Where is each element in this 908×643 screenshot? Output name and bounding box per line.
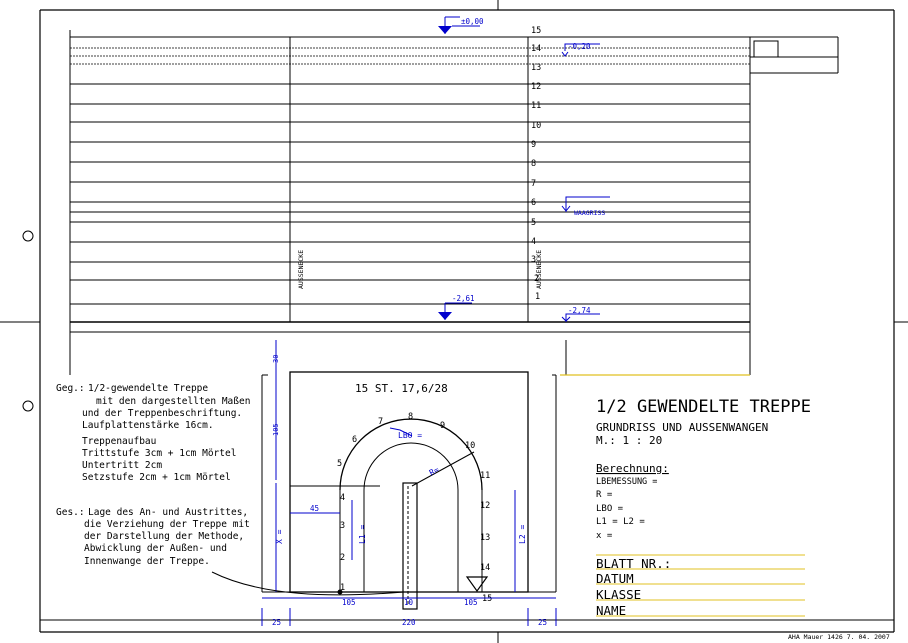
calc-line: L1 = L2 = <box>596 517 645 527</box>
title-block: 1/2 GEWENDELTE TREPPE GRUNDRISS UND AUSS… <box>596 397 811 618</box>
drawing-subtitle: GRUNDRISS UND AUSSENWANGEN <box>596 421 768 434</box>
radius-label: R= <box>428 465 441 478</box>
field-name: NAME <box>596 603 626 618</box>
given-line: mit den dargestellten Maßen <box>96 396 250 407</box>
sought-line: die Verziehung der Treppe mit <box>84 519 250 530</box>
drawing-title: 1/2 GEWENDELTE TREPPE <box>596 397 811 417</box>
given-line: und der Treppenbeschriftung. <box>82 408 242 419</box>
footer-stamp: AHA Mauer 1426 7. 04. 2007 <box>788 633 890 641</box>
plan-step-number: 1 <box>340 583 345 593</box>
sought-block: Ges.: Lage des An- und Austrittes, die V… <box>56 507 250 567</box>
drawing-scale: M.: 1 : 20 <box>596 434 662 447</box>
plan-step-number: 7 <box>378 417 383 427</box>
build-line: Trittstufe 3cm + 1cm Mörtel <box>82 448 236 459</box>
dim-10: 10 <box>404 598 414 607</box>
riser-lines <box>70 47 750 305</box>
elevation-view: AUSSENECKE AUSSENECKE 151413121110987654… <box>69 26 839 375</box>
elevation-step-number: 15 <box>531 26 541 36</box>
plan-step-number: 10 <box>465 441 475 451</box>
l1-label: L1 = <box>358 525 367 544</box>
elevation-step-number: 4 <box>531 237 536 247</box>
calc-line: x = <box>596 531 613 541</box>
elevation-step-number: 5 <box>531 218 536 228</box>
dim-25-right: 25 <box>538 618 547 627</box>
given-line: 1/2-gewendelte Treppe <box>88 383 208 394</box>
plan-title: 15 ST. 17,6/28 <box>355 382 448 395</box>
elevation-step-number: 8 <box>531 159 536 169</box>
build-line: Setzstufe 2cm + 1cm Mörtel <box>82 472 231 483</box>
level-bottom: -2,74 <box>568 306 591 315</box>
dim-105-vertical: 105 <box>272 423 280 436</box>
center-wall <box>402 482 418 610</box>
leader-line <box>211 571 405 596</box>
elevation-step-number: 13 <box>531 63 541 73</box>
level-sub: -0,20 <box>568 42 591 51</box>
plan-step-number: 3 <box>340 521 345 531</box>
given-line: Laufplattenstärke 16cm. <box>82 420 214 431</box>
sought-line: Lage des An- und Austrittes, <box>88 507 248 518</box>
plan-step-number: 11 <box>480 471 490 481</box>
dim-220: 220 <box>402 618 416 627</box>
exit-arrow-icon <box>465 576 489 593</box>
level-top: ±0,00 <box>461 17 484 26</box>
elevation-step-number: 3 <box>531 255 536 265</box>
x-label: X = <box>275 529 284 544</box>
plan-step-number: 8 <box>408 412 413 422</box>
sought-prefix: Ges.: <box>56 507 85 518</box>
elevation-step-number: 11 <box>531 101 541 111</box>
lbo-label: LBO = <box>398 431 422 440</box>
plan-step-number: 9 <box>440 421 445 431</box>
calc-line: LBO = <box>596 504 624 514</box>
punch-hole-icon <box>22 400 34 412</box>
plan-step-number: 6 <box>352 435 357 445</box>
level-markers: ±0,00 -0,20 WAAGRISS -2,61 -2,74 <box>438 16 610 322</box>
l2-label: L2 = <box>518 525 527 544</box>
plan-step-number: 15 <box>482 594 492 604</box>
stairwell-outline <box>289 371 529 593</box>
dim-105-right: 105 <box>464 598 478 607</box>
dim-30: 30 <box>272 355 280 363</box>
elevation-step-number: 7 <box>531 179 536 189</box>
wall-label-right: AUSSENECKE <box>535 250 543 289</box>
sought-line: der Darstellung der Methode, <box>84 531 244 542</box>
elevation-step-number: 12 <box>531 82 541 92</box>
plan-step-number: 13 <box>480 533 490 543</box>
plan-step-number: 2 <box>340 553 345 563</box>
elevation-step-number: 2 <box>534 274 539 284</box>
dim-45: 45 <box>310 504 319 513</box>
calc-line: LBEMESSUNG = <box>596 477 657 487</box>
sought-line: Abwicklung der Außen- und <box>84 543 227 554</box>
build-line: Untertritt 2cm <box>82 460 162 471</box>
calc-line: R = <box>596 490 613 500</box>
sought-line: Innenwange der Treppe. <box>84 556 210 567</box>
wall-label-left: AUSSENECKE <box>297 250 305 289</box>
given-prefix: Geg.: <box>56 383 85 394</box>
plan-step-number: 14 <box>480 563 490 573</box>
level-waagriss: WAAGRISS <box>574 209 605 217</box>
elevation-step-numbers: 15 14 13 12 11 10 9 8 7 6 5 4 3 2 1 <box>531 26 541 302</box>
dim-105-left: 105 <box>342 598 356 607</box>
calc-title: Berechnung: <box>596 462 669 475</box>
plan-step-number: 12 <box>480 501 490 511</box>
field-class: KLASSE <box>596 587 641 602</box>
punch-hole-icon <box>22 230 34 242</box>
plan-step-number: 4 <box>340 493 345 503</box>
dim-25-left: 25 <box>272 618 281 627</box>
plan-step-number: 5 <box>337 459 342 469</box>
elevation-step-number: 6 <box>531 198 536 208</box>
build-title: Treppenaufbau <box>82 436 156 447</box>
given-block: Geg.: 1/2-gewendelte Treppe mit den darg… <box>56 383 250 483</box>
field-date: DATUM <box>596 571 634 586</box>
elevation-step-number: 1 <box>535 292 540 302</box>
elevation-step-number: 10 <box>531 121 541 131</box>
field-sheet-no: BLATT NR.: <box>596 556 671 571</box>
level-low: -2,61 <box>452 294 475 303</box>
elevation-step-number: 14 <box>531 44 541 54</box>
elevation-step-number: 9 <box>531 140 536 150</box>
